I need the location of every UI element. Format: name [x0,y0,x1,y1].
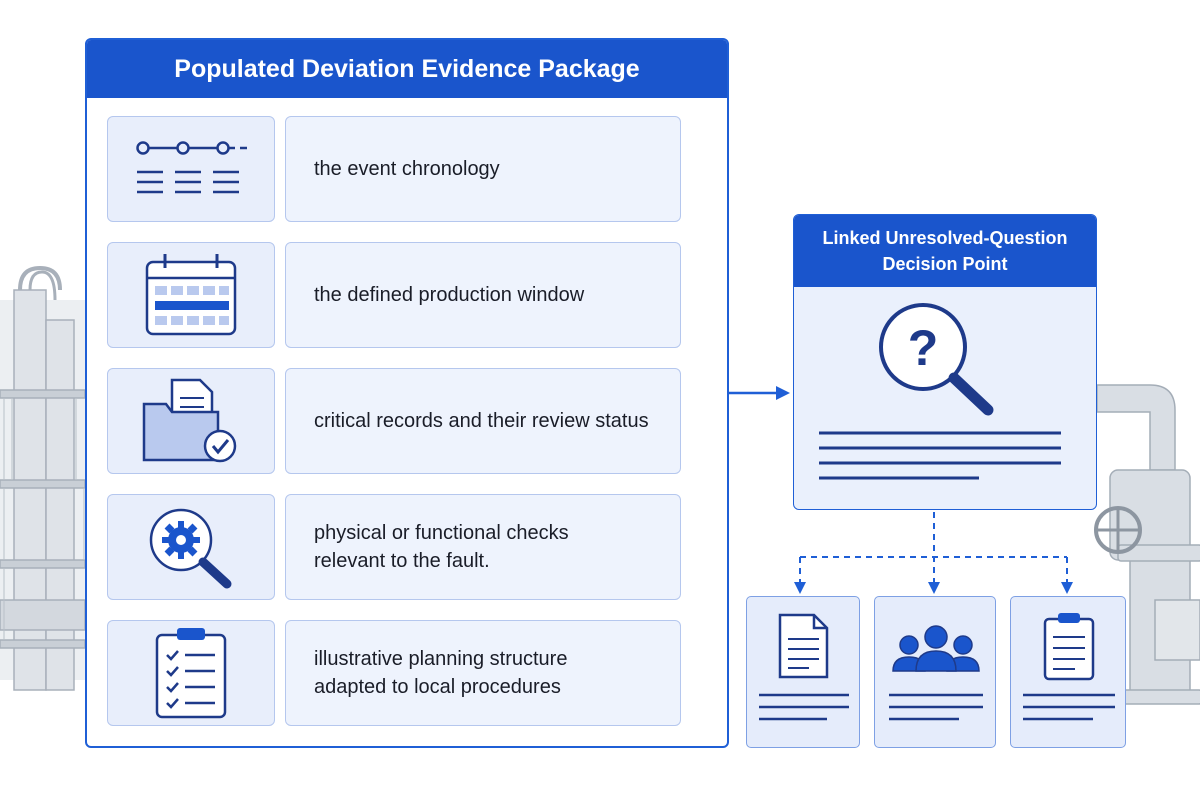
svg-text:?: ? [908,320,939,376]
icon-card [107,116,275,222]
evidence-item-text: illustrative planning structure adapted … [285,620,681,726]
output-card-clipboard [1010,596,1126,748]
icon-card [107,620,275,726]
gear-search-icon [149,508,232,589]
evidence-item-text: the defined production window [285,242,681,348]
icon-card [107,242,275,348]
evidence-item-label: the defined production window [314,284,585,306]
evidence-package-panel: Populated Deviation Evidence Package the… [85,38,729,748]
document-icon [759,613,849,721]
evidence-item-text: the event chronology [285,116,681,222]
evidence-item-chronology: the event chronology [107,116,707,222]
evidence-item-text: physical or functional checks relevant t… [285,494,681,600]
evidence-item-planning-structure: illustrative planning structure adapted … [107,620,707,726]
people-icon [889,625,983,721]
folder-check-icon [142,378,237,463]
arrowhead-to-decision [776,386,790,400]
evidence-item-label: physical or functional checks relevant t… [314,522,569,572]
clipboard-checklist-icon [155,628,227,719]
arrowhead-output-3 [1061,582,1073,594]
arrowhead-output-1 [794,582,806,594]
decision-point-card: Linked Unresolved-Question Decision Poin… [793,214,1097,510]
question-magnifier-icon: ? [819,303,1061,480]
evidence-item-physical-checks: physical or functional checks relevant t… [107,494,707,600]
output-card-people [874,596,996,748]
arrowhead-output-2 [928,582,940,594]
decision-point-title: Linked Unresolved-Question Decision Poin… [794,215,1096,287]
icon-card [107,494,275,600]
evidence-item-text: critical records and their review status [285,368,681,474]
output-card-document [746,596,860,748]
clipboard-icon [1023,613,1115,721]
evidence-item-production-window: the defined production window [107,242,707,348]
evidence-item-label: illustrative planning structure adapted … [314,648,568,698]
evidence-package-title: Populated Deviation Evidence Package [87,40,727,98]
evidence-item-critical-records: critical records and their review status [107,368,707,474]
evidence-item-label: the event chronology [314,158,500,180]
icon-card [107,368,275,474]
evidence-item-label: critical records and their review status [314,410,649,432]
timeline-icon [136,141,247,194]
calendar-icon [145,254,237,336]
